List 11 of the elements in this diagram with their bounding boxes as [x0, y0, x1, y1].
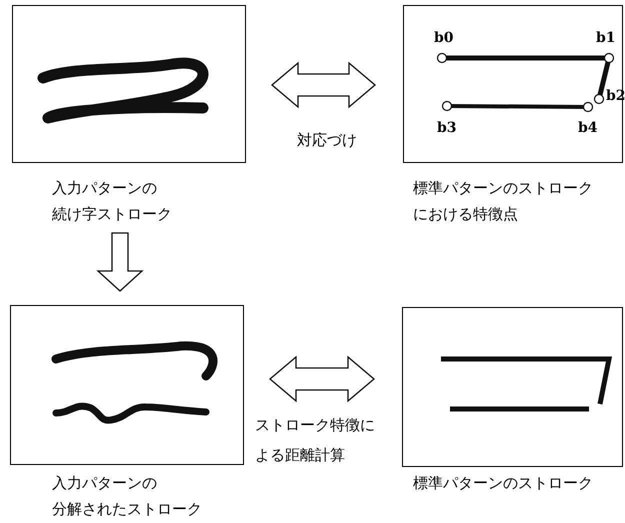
node-label: 標準パターンのストロークにおける特徴点 [413, 178, 594, 225]
node-label: 入力パターンの分解されたストローク [52, 473, 203, 520]
point-label: b1 [596, 30, 616, 46]
block-arrow [269, 356, 375, 402]
point-label: b0 [434, 30, 454, 46]
point-label: b3 [437, 120, 457, 136]
block-arrow [96, 232, 144, 292]
node-label: 入力パターンの続け字ストローク [52, 178, 173, 225]
block-arrow [271, 62, 376, 108]
node-label: 標準パターンのストローク [413, 473, 594, 494]
point-label: b4 [578, 120, 598, 136]
